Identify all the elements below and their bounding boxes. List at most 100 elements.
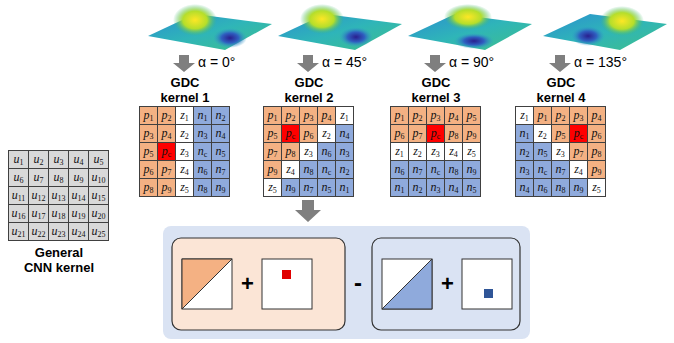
kernel-cell: z4 <box>282 161 300 179</box>
kernel-cell: n7 <box>409 161 427 179</box>
kernel-cell: p9 <box>158 179 176 197</box>
kernel-grid: p1p2p3p4z1p5pcp6z2n4p7p8z3n6n3p9z4n8ncn2… <box>263 106 354 197</box>
kernel-cell: z2 <box>534 125 552 143</box>
kernel-cell: u15 <box>89 187 109 205</box>
angle-label: α = 45° <box>322 54 367 70</box>
kernel-cell: z3 <box>427 143 445 161</box>
kernel-cell: p5 <box>264 125 282 143</box>
kernel-cell: n9 <box>212 179 230 197</box>
kernel-cell: z5 <box>463 143 481 161</box>
kernel-cell: p5 <box>140 143 158 161</box>
kernel-cell: p7 <box>158 161 176 179</box>
kernel-cell: z4 <box>176 161 194 179</box>
kernel-cell: u2 <box>29 151 49 169</box>
kernel-cell: u4 <box>69 151 89 169</box>
kernel-cell: u10 <box>89 169 109 187</box>
kernel-cell: z2 <box>409 143 427 161</box>
angle-label: α = 135° <box>574 54 627 70</box>
kernel-cell: p9 <box>264 161 282 179</box>
kernel-cell: u16 <box>9 205 29 223</box>
kernel-cell: p4 <box>445 107 463 125</box>
kernel-cell: n9 <box>282 179 300 197</box>
kernel-cell: u23 <box>49 223 69 241</box>
kernel-cell: n3 <box>194 125 212 143</box>
kernel-cell: p2 <box>282 107 300 125</box>
surface-plot <box>408 4 532 50</box>
kernel-cell: n5 <box>318 179 336 197</box>
kernel-cell: p3 <box>427 107 445 125</box>
kernel-cell: u1 <box>9 151 29 169</box>
kernel-cell: n8 <box>300 161 318 179</box>
kernel-cell: p9 <box>588 161 606 179</box>
kernel-cell: u19 <box>69 205 89 223</box>
kernel-cell: p8 <box>588 143 606 161</box>
kernel-cell: u24 <box>69 223 89 241</box>
kernel-cell: p6 <box>588 125 606 143</box>
kernel-cell: u14 <box>69 187 89 205</box>
kernel-cell: n5 <box>212 143 230 161</box>
kernel-cell: p4 <box>318 107 336 125</box>
kernel-cell: n1 <box>336 179 354 197</box>
kernel-cell: n4 <box>212 125 230 143</box>
kernel-cell: z4 <box>445 143 463 161</box>
kernel-cell: n5 <box>463 179 481 197</box>
kernel-cell: u18 <box>49 205 69 223</box>
kernel-cell: u13 <box>49 187 69 205</box>
kernel-cell: p5 <box>463 107 481 125</box>
kernel-cell: pc <box>427 125 445 143</box>
surface-plot <box>148 4 272 50</box>
kernel-cell: u7 <box>29 169 49 187</box>
kernel-cell: n8 <box>552 179 570 197</box>
kernel-grid: p1p2p3p4p5p6p7pcp8p9z1z2z3z4z5n6n7ncn8n9… <box>390 106 481 197</box>
kernel-cell: nc <box>427 161 445 179</box>
kernel-title: GDC kernel 2 <box>279 75 339 105</box>
kernel-cell: p8 <box>445 125 463 143</box>
kernel-cell: u6 <box>9 169 29 187</box>
kernel-cell: u20 <box>89 205 109 223</box>
angle-label: α = 0° <box>198 54 235 70</box>
kernel-cell: u17 <box>29 205 49 223</box>
kernel-cell: u21 <box>9 223 29 241</box>
kernel-cell: p7 <box>570 143 588 161</box>
kernel-cell: nc <box>318 161 336 179</box>
kernel-cell: u11 <box>9 187 29 205</box>
kernel-cell: p2 <box>409 107 427 125</box>
kernel-title: GDC kernel 4 <box>531 75 591 105</box>
kernel-cell: u9 <box>69 169 89 187</box>
kernel-cell: n3 <box>516 161 534 179</box>
kernel-cell: n4 <box>445 179 463 197</box>
kernel-cell: n7 <box>212 161 230 179</box>
kernel-cell: p4 <box>158 125 176 143</box>
kernel-cell: n7 <box>300 179 318 197</box>
kernel-title: General CNN kernel <box>21 245 97 275</box>
kernel-cell: p1 <box>140 107 158 125</box>
kernel-cell: n6 <box>534 179 552 197</box>
kernel-cell: u8 <box>49 169 69 187</box>
kernel-cell: z1 <box>391 143 409 161</box>
kernel-cell: n2 <box>516 143 534 161</box>
surface-plot <box>278 4 402 50</box>
kernel-cell: z1 <box>176 107 194 125</box>
kernel-cell: p7 <box>409 125 427 143</box>
kernel-cell: n2 <box>409 179 427 197</box>
kernel-cell: u5 <box>89 151 109 169</box>
kernel-cell: z5 <box>588 179 606 197</box>
kernel-cell: p3 <box>300 107 318 125</box>
kernel-cell: p6 <box>391 125 409 143</box>
kernel-cell: n8 <box>194 179 212 197</box>
kernel-cell: z3 <box>176 143 194 161</box>
kernel-cell: p3 <box>140 125 158 143</box>
kernel-cell: pc <box>282 125 300 143</box>
kernel-cell: p1 <box>391 107 409 125</box>
kernel-cell: z1 <box>516 107 534 125</box>
kernel-cell: p7 <box>264 143 282 161</box>
kernel-cell: p2 <box>552 107 570 125</box>
kernel-cell: n1 <box>391 179 409 197</box>
kernel-cell: n2 <box>212 107 230 125</box>
kernel-grid: p1p2z1n1n2p3p4z2n3n4p5pcz3ncn5p6p7z4n6n7… <box>139 106 230 197</box>
kernel-cell: n9 <box>570 179 588 197</box>
kernel-cell: n7 <box>552 161 570 179</box>
kernel-cell: nc <box>534 161 552 179</box>
kernel-cell: n6 <box>194 161 212 179</box>
kernel-cell: p5 <box>552 125 570 143</box>
